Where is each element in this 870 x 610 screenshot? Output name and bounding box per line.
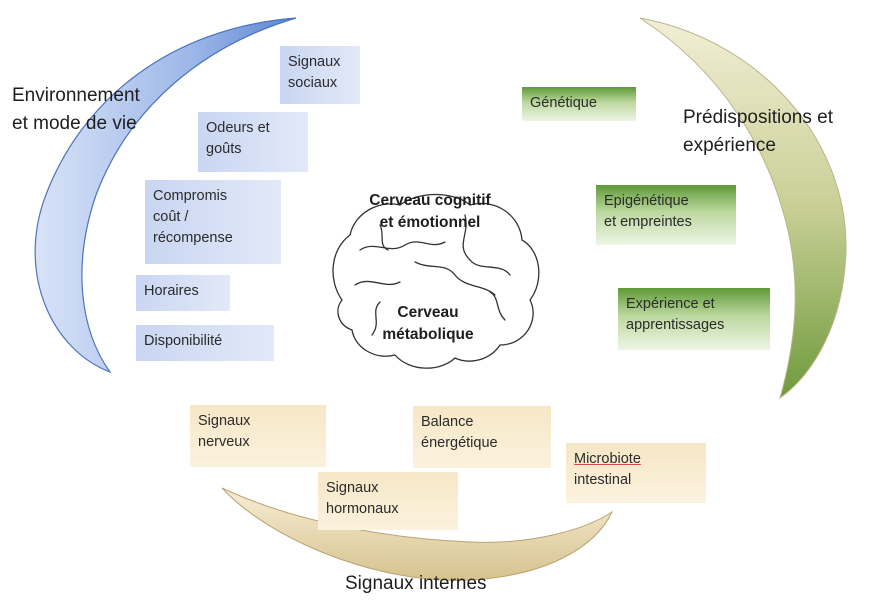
box-line: Balance — [421, 414, 474, 430]
box-line: récompense — [153, 230, 233, 247]
cognitive-brain-label: Cerveau cognitif et émotionnel — [342, 190, 518, 235]
box-line: Odeurs et — [206, 120, 270, 136]
internal-signals-title: Signaux internes — [345, 573, 487, 594]
box-experience: Expérience et apprentissages — [618, 288, 770, 350]
environment-title: Environnement et mode de vie — [12, 82, 140, 137]
box-epigenetique: Epigénétique et empreintes — [596, 185, 736, 245]
box-balance-energetique: Balance énergétique — [413, 406, 551, 468]
box-line: Signaux — [198, 413, 251, 429]
brain-outline-icon — [332, 193, 540, 369]
box-line: Microbiote — [574, 451, 641, 467]
box-line: Signaux — [326, 480, 379, 496]
box-line: sociaux — [288, 75, 338, 92]
predispositions-title: Prédispositions et expérience — [683, 104, 833, 159]
predispositions-arc — [639, 17, 847, 400]
box-line: Horaires — [144, 283, 199, 299]
box-signaux-sociaux: Signaux sociaux — [280, 46, 360, 104]
cognitive-brain-line2: et émotionnel — [379, 214, 481, 232]
predispositions-title-line2: expérience — [683, 134, 776, 156]
box-line: Signaux — [288, 54, 341, 70]
box-line: et empreintes — [604, 214, 692, 231]
metabolic-brain-label: Cerveau métabolique — [358, 302, 498, 347]
box-line: nerveux — [198, 434, 250, 451]
box-signaux-hormonaux: Signaux hormonaux — [318, 472, 458, 530]
box-line: intestinal — [574, 472, 632, 489]
box-signaux-nerveux: Signaux nerveux — [190, 405, 326, 467]
box-line: hormonaux — [326, 501, 399, 518]
box-line: coût / — [153, 209, 189, 226]
cognitive-brain-line1: Cerveau cognitif — [369, 192, 491, 209]
box-genetique: Génétique — [522, 87, 636, 121]
metabolic-brain-line2: métabolique — [382, 326, 474, 344]
box-horaires: Horaires — [136, 275, 230, 311]
box-odeurs-gouts: Odeurs et goûts — [198, 112, 308, 172]
environment-title-line2: et mode de vie — [12, 112, 137, 134]
box-line: goûts — [206, 141, 242, 158]
internal-signals-arc — [221, 487, 614, 581]
metabolic-brain-line1: Cerveau — [397, 304, 459, 321]
box-line: Génétique — [530, 95, 597, 111]
environment-title-line1: Environnement — [12, 85, 140, 106]
box-line: Compromis — [153, 188, 228, 204]
box-line: Expérience et — [626, 296, 715, 312]
box-compromis: Compromis coût / récompense — [145, 180, 281, 264]
environment-arc — [34, 17, 297, 374]
box-line: énergétique — [421, 435, 498, 452]
box-microbiote: Microbiote intestinal — [566, 443, 706, 503]
box-disponibilite: Disponibilité — [136, 325, 274, 361]
box-line: apprentissages — [626, 317, 725, 334]
box-line: Epigénétique — [604, 193, 689, 209]
box-line: Disponibilité — [144, 333, 223, 349]
predispositions-title-line1: Prédispositions et — [683, 107, 833, 128]
